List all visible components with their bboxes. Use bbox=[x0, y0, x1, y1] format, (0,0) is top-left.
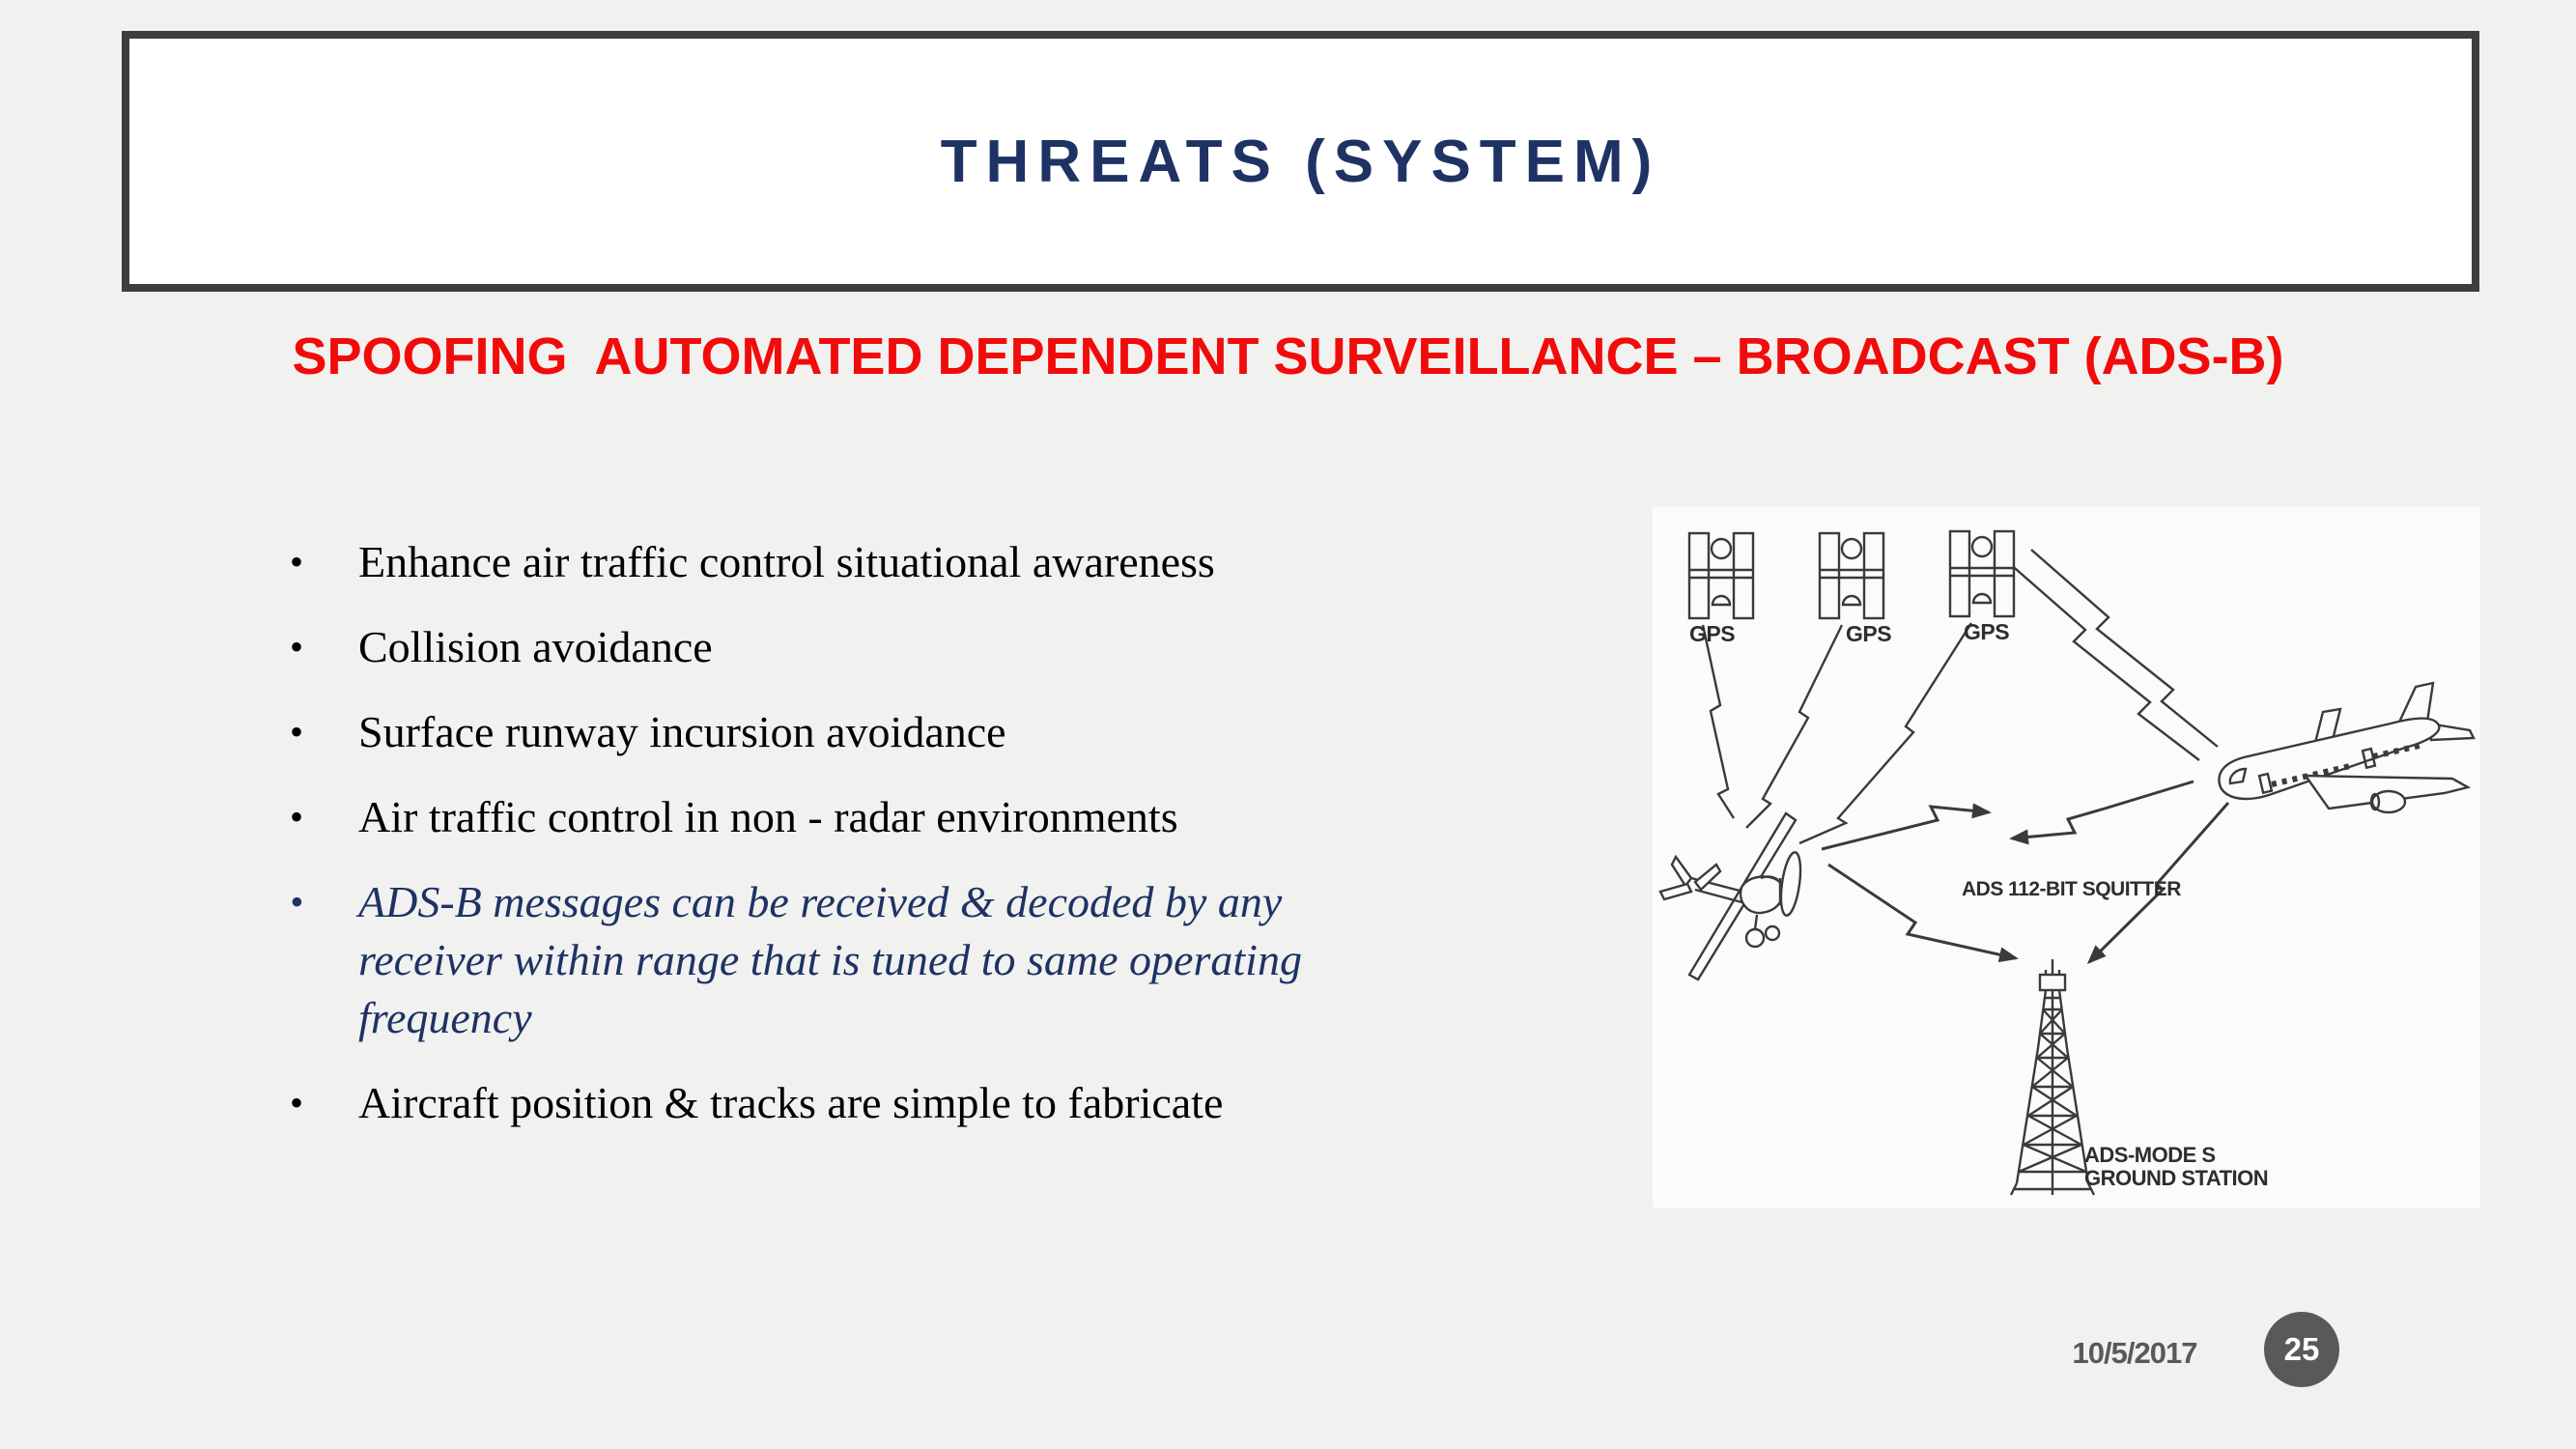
squitter-arrow bbox=[1821, 803, 1992, 851]
title-box: THREATS (SYSTEM) bbox=[122, 31, 2479, 292]
lightning-bolt-icon bbox=[2030, 549, 2219, 748]
bullet-item: • Air traffic control in non - radar env… bbox=[290, 788, 1584, 846]
squitter-arrow bbox=[2009, 780, 2194, 845]
bullet-item: • Aircraft position & tracks are simple … bbox=[290, 1074, 1584, 1132]
bullet-text: receiver within range that is tuned to s… bbox=[358, 935, 1302, 984]
bullet-text: Collision avoidance bbox=[358, 622, 713, 671]
airliner-icon bbox=[2218, 681, 2476, 814]
bullet-item-emphasis: • ADS-B messages can be received & decod… bbox=[290, 873, 1584, 1047]
bullet-list: • Enhance air traffic control situationa… bbox=[290, 533, 1584, 1159]
bullet-marker: • bbox=[290, 1081, 304, 1124]
bullet-marker: • bbox=[290, 880, 304, 923]
downlink-arrow bbox=[2086, 802, 2230, 965]
adsb-diagram-panel: GPS GPS GPS bbox=[1653, 507, 2480, 1208]
page-number-badge: 25 bbox=[2264, 1312, 2339, 1387]
lightning-bolt-icon bbox=[2007, 561, 2200, 761]
bullet-text: frequency bbox=[358, 993, 532, 1042]
squitter-label: ADS 112-BIT SQUITTER bbox=[1962, 878, 2181, 900]
small-aircraft-icon bbox=[1658, 811, 1802, 981]
bullet-text: ADS-B messages can be received & decoded… bbox=[358, 877, 1283, 926]
ground-station-label-line1: ADS-MODE S bbox=[2084, 1143, 2216, 1167]
bullet-item: • Enhance air traffic control situationa… bbox=[290, 533, 1584, 591]
bullet-item: • Surface runway incursion avoidance bbox=[290, 703, 1584, 761]
gps-label: GPS bbox=[1964, 619, 2009, 644]
bullet-marker: • bbox=[290, 795, 304, 838]
gps-label: GPS bbox=[1846, 621, 1891, 646]
bullet-item: • Collision avoidance bbox=[290, 618, 1584, 676]
lightning-bolt-icon bbox=[1798, 622, 1973, 845]
slide-subtitle: SPOOFING AUTOMATED DEPENDENT SURVEILLANC… bbox=[292, 327, 2284, 385]
bullet-text: Air traffic control in non - radar envir… bbox=[358, 792, 1178, 841]
bullet-marker: • bbox=[290, 710, 304, 753]
bullet-text: Enhance air traffic control situational … bbox=[358, 537, 1215, 586]
lightning-bolt-icon bbox=[1745, 624, 1844, 829]
ground-station-tower-icon bbox=[2009, 959, 2096, 1196]
slide-date: 10/5/2017 bbox=[2072, 1336, 2198, 1370]
ground-station-label-line2: GROUND STATION bbox=[2084, 1166, 2268, 1190]
page-number: 25 bbox=[2283, 1331, 2320, 1367]
downlink-arrow bbox=[1827, 863, 2019, 963]
bullet-text: Surface runway incursion avoidance bbox=[358, 707, 1006, 756]
slide-title: THREATS (SYSTEM) bbox=[940, 128, 1661, 195]
bullet-marker: • bbox=[290, 625, 304, 668]
gps-satellite-icon bbox=[1948, 529, 2016, 618]
gps-satellite-icon bbox=[1687, 531, 1755, 620]
adsb-diagram: GPS GPS GPS bbox=[1658, 529, 2476, 1196]
gps-label: GPS bbox=[1689, 621, 1735, 646]
gps-satellite-icon bbox=[1818, 531, 1885, 620]
lightning-bolt-icon bbox=[1701, 624, 1736, 819]
bullet-marker: • bbox=[290, 540, 304, 583]
bullet-text: Aircraft position & tracks are simple to… bbox=[358, 1078, 1224, 1127]
